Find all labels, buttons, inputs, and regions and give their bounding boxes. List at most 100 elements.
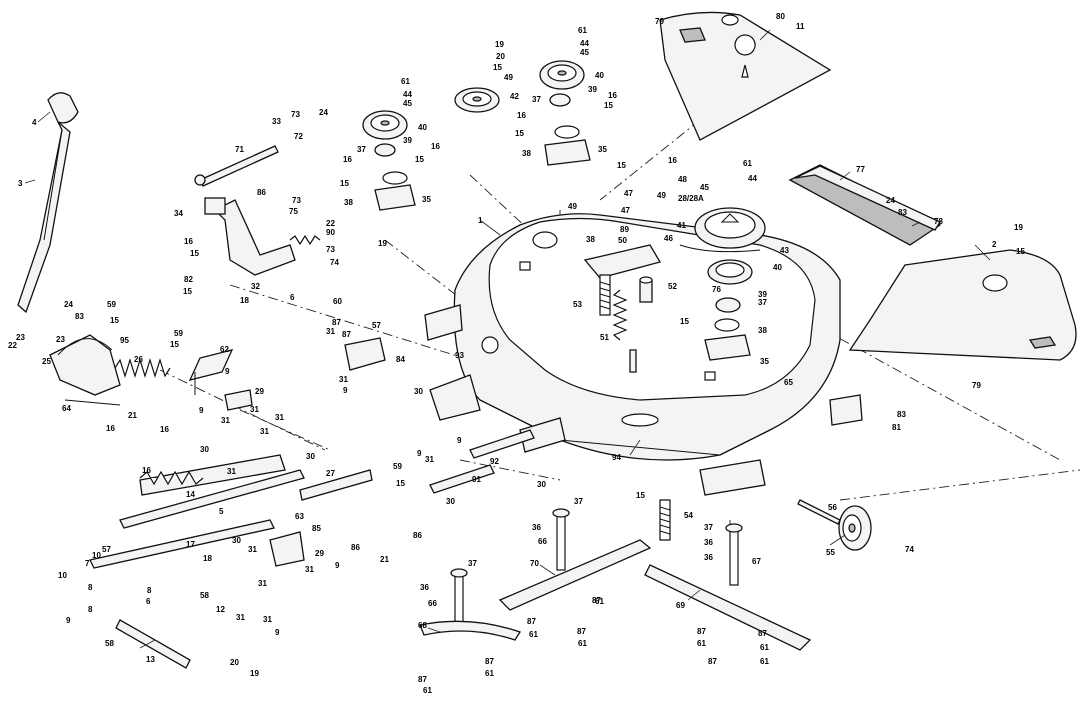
callout-9h: 9 bbox=[66, 616, 71, 625]
callout-68: 68 bbox=[418, 621, 427, 630]
callout-95: 95 bbox=[120, 336, 129, 345]
leader-lines bbox=[24, 29, 991, 649]
callout-37b: 37 bbox=[532, 95, 541, 104]
callout-86c: 86 bbox=[257, 188, 266, 197]
callout-87f: 87 bbox=[485, 657, 494, 666]
callout-30f: 30 bbox=[232, 536, 241, 545]
callout-36: 36 bbox=[532, 523, 541, 532]
callout-45c: 45 bbox=[700, 183, 709, 192]
callout-20: 20 bbox=[496, 52, 505, 61]
lift-handle-icon[interactable] bbox=[17, 92, 79, 314]
callout-61f: 61 bbox=[529, 630, 538, 639]
callout-47b: 47 bbox=[621, 206, 630, 215]
callout-72: 72 bbox=[294, 132, 303, 141]
callout-80: 80 bbox=[776, 12, 785, 21]
callout-31c: 31 bbox=[250, 405, 259, 414]
callout-15l: 15 bbox=[1016, 247, 1025, 256]
callout-18b: 18 bbox=[240, 296, 249, 305]
callout-48: 48 bbox=[678, 175, 687, 184]
callout-12: 12 bbox=[216, 605, 225, 614]
callout-16d: 16 bbox=[142, 466, 151, 475]
callout-39: 39 bbox=[403, 136, 412, 145]
callout-70: 70 bbox=[530, 559, 539, 568]
callout-9g: 9 bbox=[275, 628, 280, 637]
callout-79b: 79 bbox=[972, 381, 981, 390]
callout-10: 10 bbox=[92, 551, 101, 560]
callout-73b: 73 bbox=[292, 196, 301, 205]
callout-39c: 39 bbox=[758, 290, 767, 299]
callout-50: 50 bbox=[618, 236, 627, 245]
callout-9c: 9 bbox=[343, 386, 348, 395]
callout-83b: 83 bbox=[898, 208, 907, 217]
callout-31e: 31 bbox=[275, 413, 284, 422]
callout-19c: 19 bbox=[1014, 223, 1023, 232]
callout-56: 56 bbox=[828, 503, 837, 512]
callout-45b: 45 bbox=[580, 48, 589, 57]
bearing-housing-35 bbox=[374, 125, 751, 361]
callout-87i: 87 bbox=[708, 657, 717, 666]
callout-61h: 61 bbox=[423, 686, 432, 695]
callout-31h: 31 bbox=[425, 455, 434, 464]
callout-57: 57 bbox=[102, 545, 111, 554]
callout-71: 71 bbox=[235, 145, 244, 154]
callout-87h: 87 bbox=[697, 627, 706, 636]
callout-9f: 9 bbox=[335, 561, 340, 570]
callout-40c: 40 bbox=[773, 263, 782, 272]
callout-1: 1 bbox=[478, 216, 483, 225]
callout-37e: 37 bbox=[468, 559, 477, 568]
callout-19: 19 bbox=[495, 40, 504, 49]
callout-83c: 83 bbox=[897, 410, 906, 419]
callout-16: 16 bbox=[184, 237, 193, 246]
callout-16h: 16 bbox=[608, 91, 617, 100]
callout-25: 25 bbox=[42, 357, 51, 366]
callout-4: 4 bbox=[32, 118, 37, 127]
pulley-icon bbox=[362, 60, 766, 313]
blade-icon bbox=[419, 539, 812, 651]
callout-15c: 15 bbox=[183, 287, 192, 296]
bracket-77 bbox=[788, 164, 942, 246]
callout-16f: 16 bbox=[431, 142, 440, 151]
callout-36d: 36 bbox=[704, 553, 713, 562]
callout-16g: 16 bbox=[517, 111, 526, 120]
callout-31k: 31 bbox=[305, 565, 314, 574]
callout-31j: 31 bbox=[258, 579, 267, 588]
callout-24c: 24 bbox=[886, 196, 895, 205]
callout-58b: 58 bbox=[105, 639, 114, 648]
callout-54: 54 bbox=[684, 511, 693, 520]
callout-58: 58 bbox=[200, 591, 209, 600]
callout-57b: 57 bbox=[372, 321, 381, 330]
callout-15f: 15 bbox=[415, 155, 424, 164]
callout-93: 93 bbox=[455, 351, 464, 360]
callout-19d: 19 bbox=[250, 669, 259, 678]
height-sector-plate bbox=[49, 334, 121, 406]
callout-87: 87 bbox=[332, 318, 341, 327]
callout-31g: 31 bbox=[227, 467, 236, 476]
callout-61g: 61 bbox=[485, 669, 494, 678]
callout-53: 53 bbox=[573, 300, 582, 309]
callout-32: 32 bbox=[251, 282, 260, 291]
callout-9: 9 bbox=[225, 367, 230, 376]
callout-31d: 31 bbox=[260, 427, 269, 436]
callout-43: 43 bbox=[780, 246, 789, 255]
callout-65: 65 bbox=[784, 378, 793, 387]
callout-41: 41 bbox=[677, 221, 686, 230]
callout-74: 74 bbox=[330, 258, 339, 267]
callout-33: 33 bbox=[272, 117, 281, 126]
callout-36b: 36 bbox=[420, 583, 429, 592]
callout-30d: 30 bbox=[537, 480, 546, 489]
callout-69: 69 bbox=[676, 601, 685, 610]
callout-28: 28/28A bbox=[678, 194, 704, 203]
callout-78: 78 bbox=[934, 217, 943, 226]
callout-37f: 37 bbox=[704, 523, 713, 532]
spring-51 bbox=[612, 289, 637, 373]
callout-15d: 15 bbox=[190, 249, 199, 258]
callout-44b: 44 bbox=[580, 39, 589, 48]
callout-66b: 66 bbox=[428, 599, 437, 608]
callout-61j: 61 bbox=[760, 657, 769, 666]
callout-17: 17 bbox=[186, 540, 195, 549]
callout-79: 79 bbox=[655, 17, 664, 26]
callout-35c: 35 bbox=[760, 357, 769, 366]
spring-icon bbox=[114, 357, 171, 379]
callout-59c: 59 bbox=[393, 462, 402, 471]
callout-49b: 49 bbox=[568, 202, 577, 211]
